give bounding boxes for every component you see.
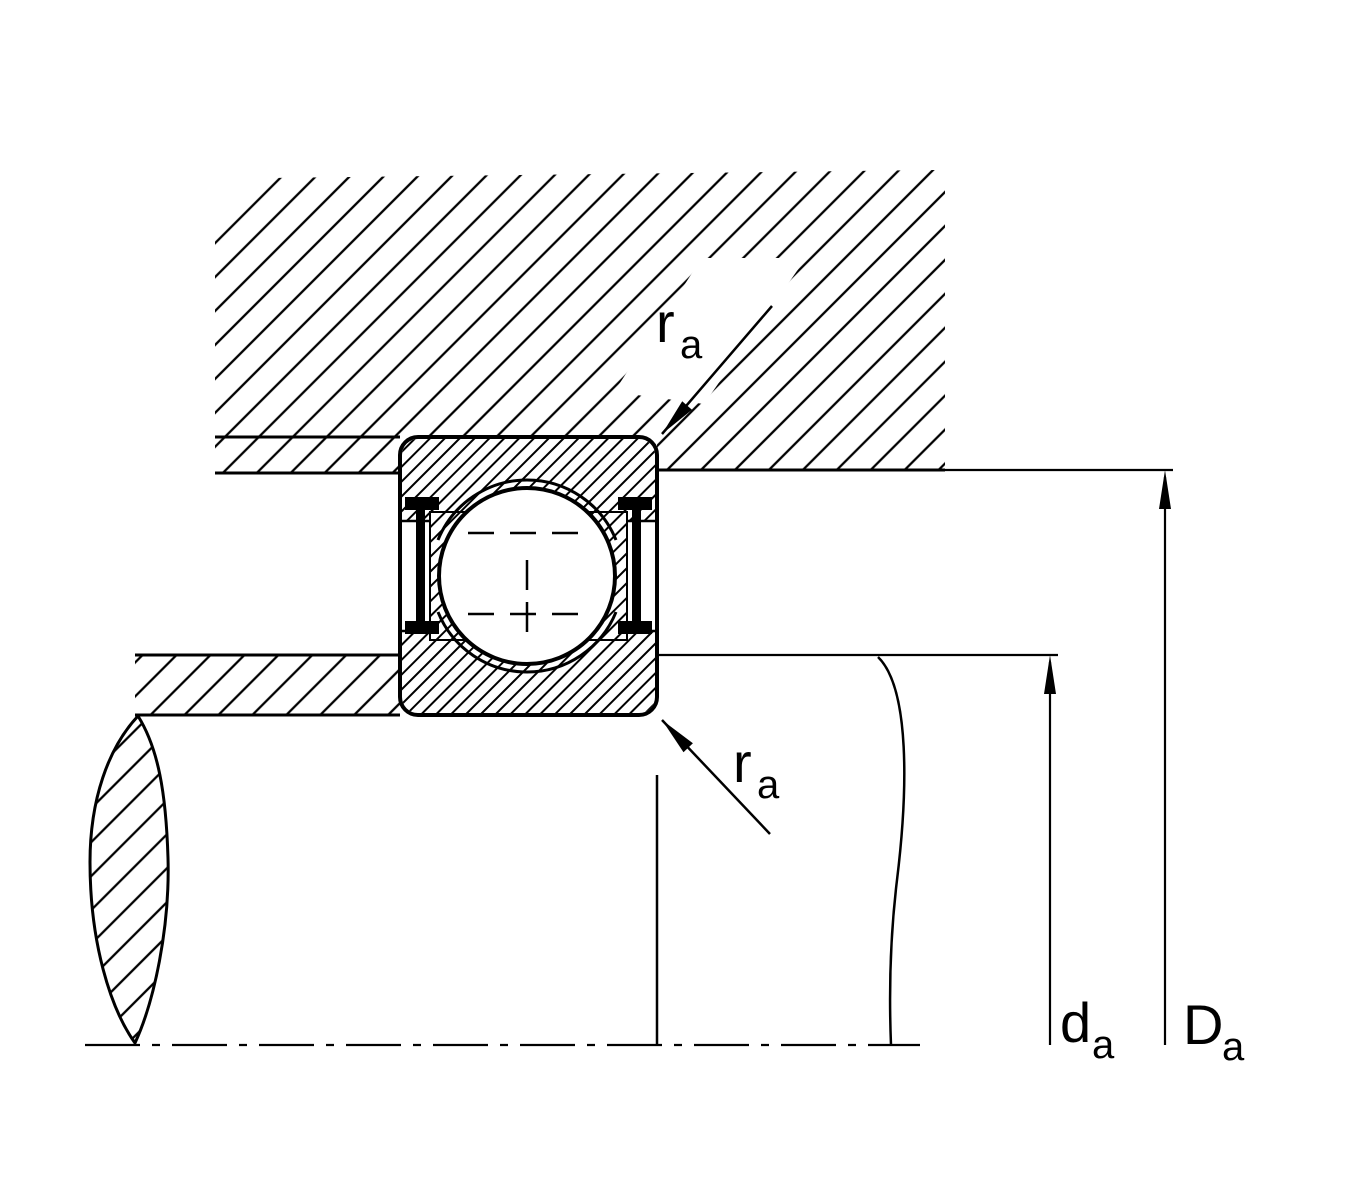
housing-hatch xyxy=(215,170,945,473)
label-da-sub: a xyxy=(1092,1023,1115,1067)
label-ra-bottom-main: r xyxy=(733,731,752,794)
bearing xyxy=(398,435,659,717)
label-ra-top-main: r xyxy=(656,291,675,354)
bearing-outline xyxy=(398,435,659,717)
break-line-right xyxy=(877,656,906,1046)
label-da-main: d xyxy=(1060,991,1091,1054)
dimension-da: d a xyxy=(657,653,1115,1067)
raceway-bottom-arc xyxy=(436,611,618,674)
ra-top-arrowhead xyxy=(662,401,692,434)
shaft-shoulder-hatch xyxy=(135,655,400,715)
label-ra-top-sub: a xyxy=(680,323,703,367)
seal-right xyxy=(618,497,652,634)
label-clearance-notch xyxy=(614,258,806,404)
label-Da-sub: a xyxy=(1222,1025,1245,1069)
dimension-Da: D a xyxy=(945,468,1245,1069)
shaft-break-section xyxy=(88,713,170,1046)
seal-left xyxy=(405,497,439,634)
shaft-section xyxy=(88,653,906,1046)
raceway-top-arc xyxy=(436,478,618,541)
Da-arrowhead xyxy=(1159,470,1171,509)
label-ra-bottom-sub: a xyxy=(757,763,780,807)
da-arrowhead xyxy=(1044,655,1056,694)
ball-centerlines xyxy=(468,531,586,634)
ra-bottom-arrowhead xyxy=(662,720,693,753)
label-Da-main: D xyxy=(1183,993,1223,1056)
housing-section xyxy=(215,170,945,475)
fillet-callout-top: r a xyxy=(656,291,773,435)
fillet-callout-bottom: r a xyxy=(661,719,780,835)
